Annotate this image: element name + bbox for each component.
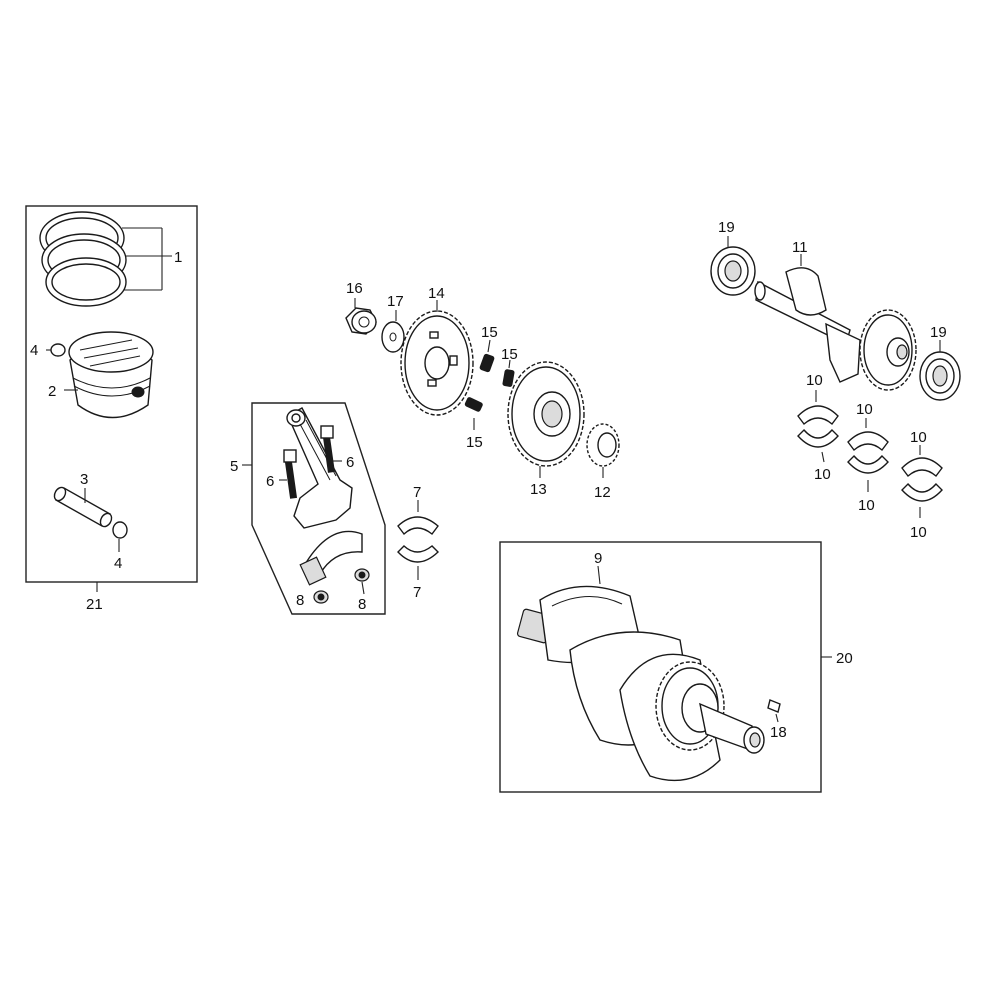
piston-pin[interactable] bbox=[52, 485, 114, 528]
label-2: 2 bbox=[48, 383, 56, 400]
connecting-rod-nut-left[interactable] bbox=[313, 590, 329, 604]
label-10-3: 10 bbox=[856, 401, 873, 418]
piston[interactable] bbox=[64, 331, 154, 419]
label-11: 11 bbox=[792, 239, 808, 256]
connecting-rod[interactable] bbox=[286, 407, 363, 586]
label-10-4: 10 bbox=[858, 497, 875, 514]
main-bearing-set-1[interactable] bbox=[797, 390, 839, 463]
connecting-rod-bolt-right[interactable] bbox=[320, 425, 342, 473]
label-17: 17 bbox=[387, 293, 404, 310]
label-8-left: 8 bbox=[296, 592, 304, 609]
label-15-b: 15 bbox=[501, 346, 518, 363]
piston-pin-clip-top[interactable] bbox=[46, 343, 66, 357]
woodruff-key[interactable] bbox=[767, 699, 781, 723]
crankshaft[interactable] bbox=[516, 565, 765, 782]
damper-spring-3[interactable] bbox=[464, 397, 483, 430]
label-20: 20 bbox=[836, 650, 853, 667]
rod-bearing-shells[interactable] bbox=[397, 500, 440, 580]
damper-spring-2[interactable] bbox=[502, 359, 515, 387]
label-9: 9 bbox=[594, 550, 602, 567]
connecting-rod-nut-right[interactable] bbox=[354, 568, 370, 595]
label-10-1: 10 bbox=[806, 372, 823, 389]
label-12: 12 bbox=[594, 484, 611, 501]
label-5: 5 bbox=[230, 458, 238, 475]
label-8-right: 8 bbox=[358, 596, 366, 613]
flange-nut[interactable] bbox=[345, 298, 377, 335]
drive-gear[interactable] bbox=[507, 361, 585, 478]
label-18: 18 bbox=[770, 724, 787, 741]
label-14: 14 bbox=[428, 285, 445, 302]
label-4-bottom: 4 bbox=[114, 555, 122, 572]
callout-labels: 1 2 3 4 4 21 5 6 6 8 8 7 7 16 17 14 15 1… bbox=[30, 219, 947, 741]
label-7-bottom: 7 bbox=[413, 584, 421, 601]
connecting-rod-bolt-left[interactable] bbox=[279, 449, 298, 499]
label-19-left: 19 bbox=[718, 219, 735, 236]
piston-rings[interactable] bbox=[39, 211, 172, 307]
label-6-right: 6 bbox=[346, 454, 354, 471]
driven-gear-large[interactable] bbox=[400, 300, 474, 416]
balancer-shaft[interactable] bbox=[754, 254, 917, 391]
piston-pin-clip-bottom[interactable] bbox=[112, 521, 128, 552]
connecting-rod-box bbox=[242, 402, 386, 615]
label-15-a: 15 bbox=[481, 324, 498, 341]
main-bearing-set-3[interactable] bbox=[901, 445, 943, 518]
label-16: 16 bbox=[346, 280, 363, 297]
piston-assembly-box bbox=[25, 205, 198, 592]
label-3: 3 bbox=[80, 471, 88, 488]
label-1: 1 bbox=[174, 249, 182, 266]
label-15-c: 15 bbox=[466, 434, 483, 451]
gear-hub[interactable] bbox=[586, 423, 620, 478]
damper-spring-1[interactable] bbox=[479, 339, 495, 373]
main-bearing-set-2[interactable] bbox=[847, 418, 889, 492]
label-21: 21 bbox=[86, 596, 103, 613]
label-10-6: 10 bbox=[910, 524, 927, 541]
label-10-5: 10 bbox=[910, 429, 927, 446]
label-6-left: 6 bbox=[266, 473, 274, 490]
label-7-top: 7 bbox=[413, 484, 421, 501]
label-13: 13 bbox=[530, 481, 547, 498]
label-4-top: 4 bbox=[30, 342, 38, 359]
balancer-bearing-right[interactable] bbox=[919, 340, 961, 401]
washer[interactable] bbox=[381, 310, 405, 353]
label-10-2: 10 bbox=[814, 466, 831, 483]
crankshaft-box bbox=[499, 541, 832, 793]
label-19-right: 19 bbox=[930, 324, 947, 341]
balancer-bearing-left[interactable] bbox=[710, 236, 756, 296]
